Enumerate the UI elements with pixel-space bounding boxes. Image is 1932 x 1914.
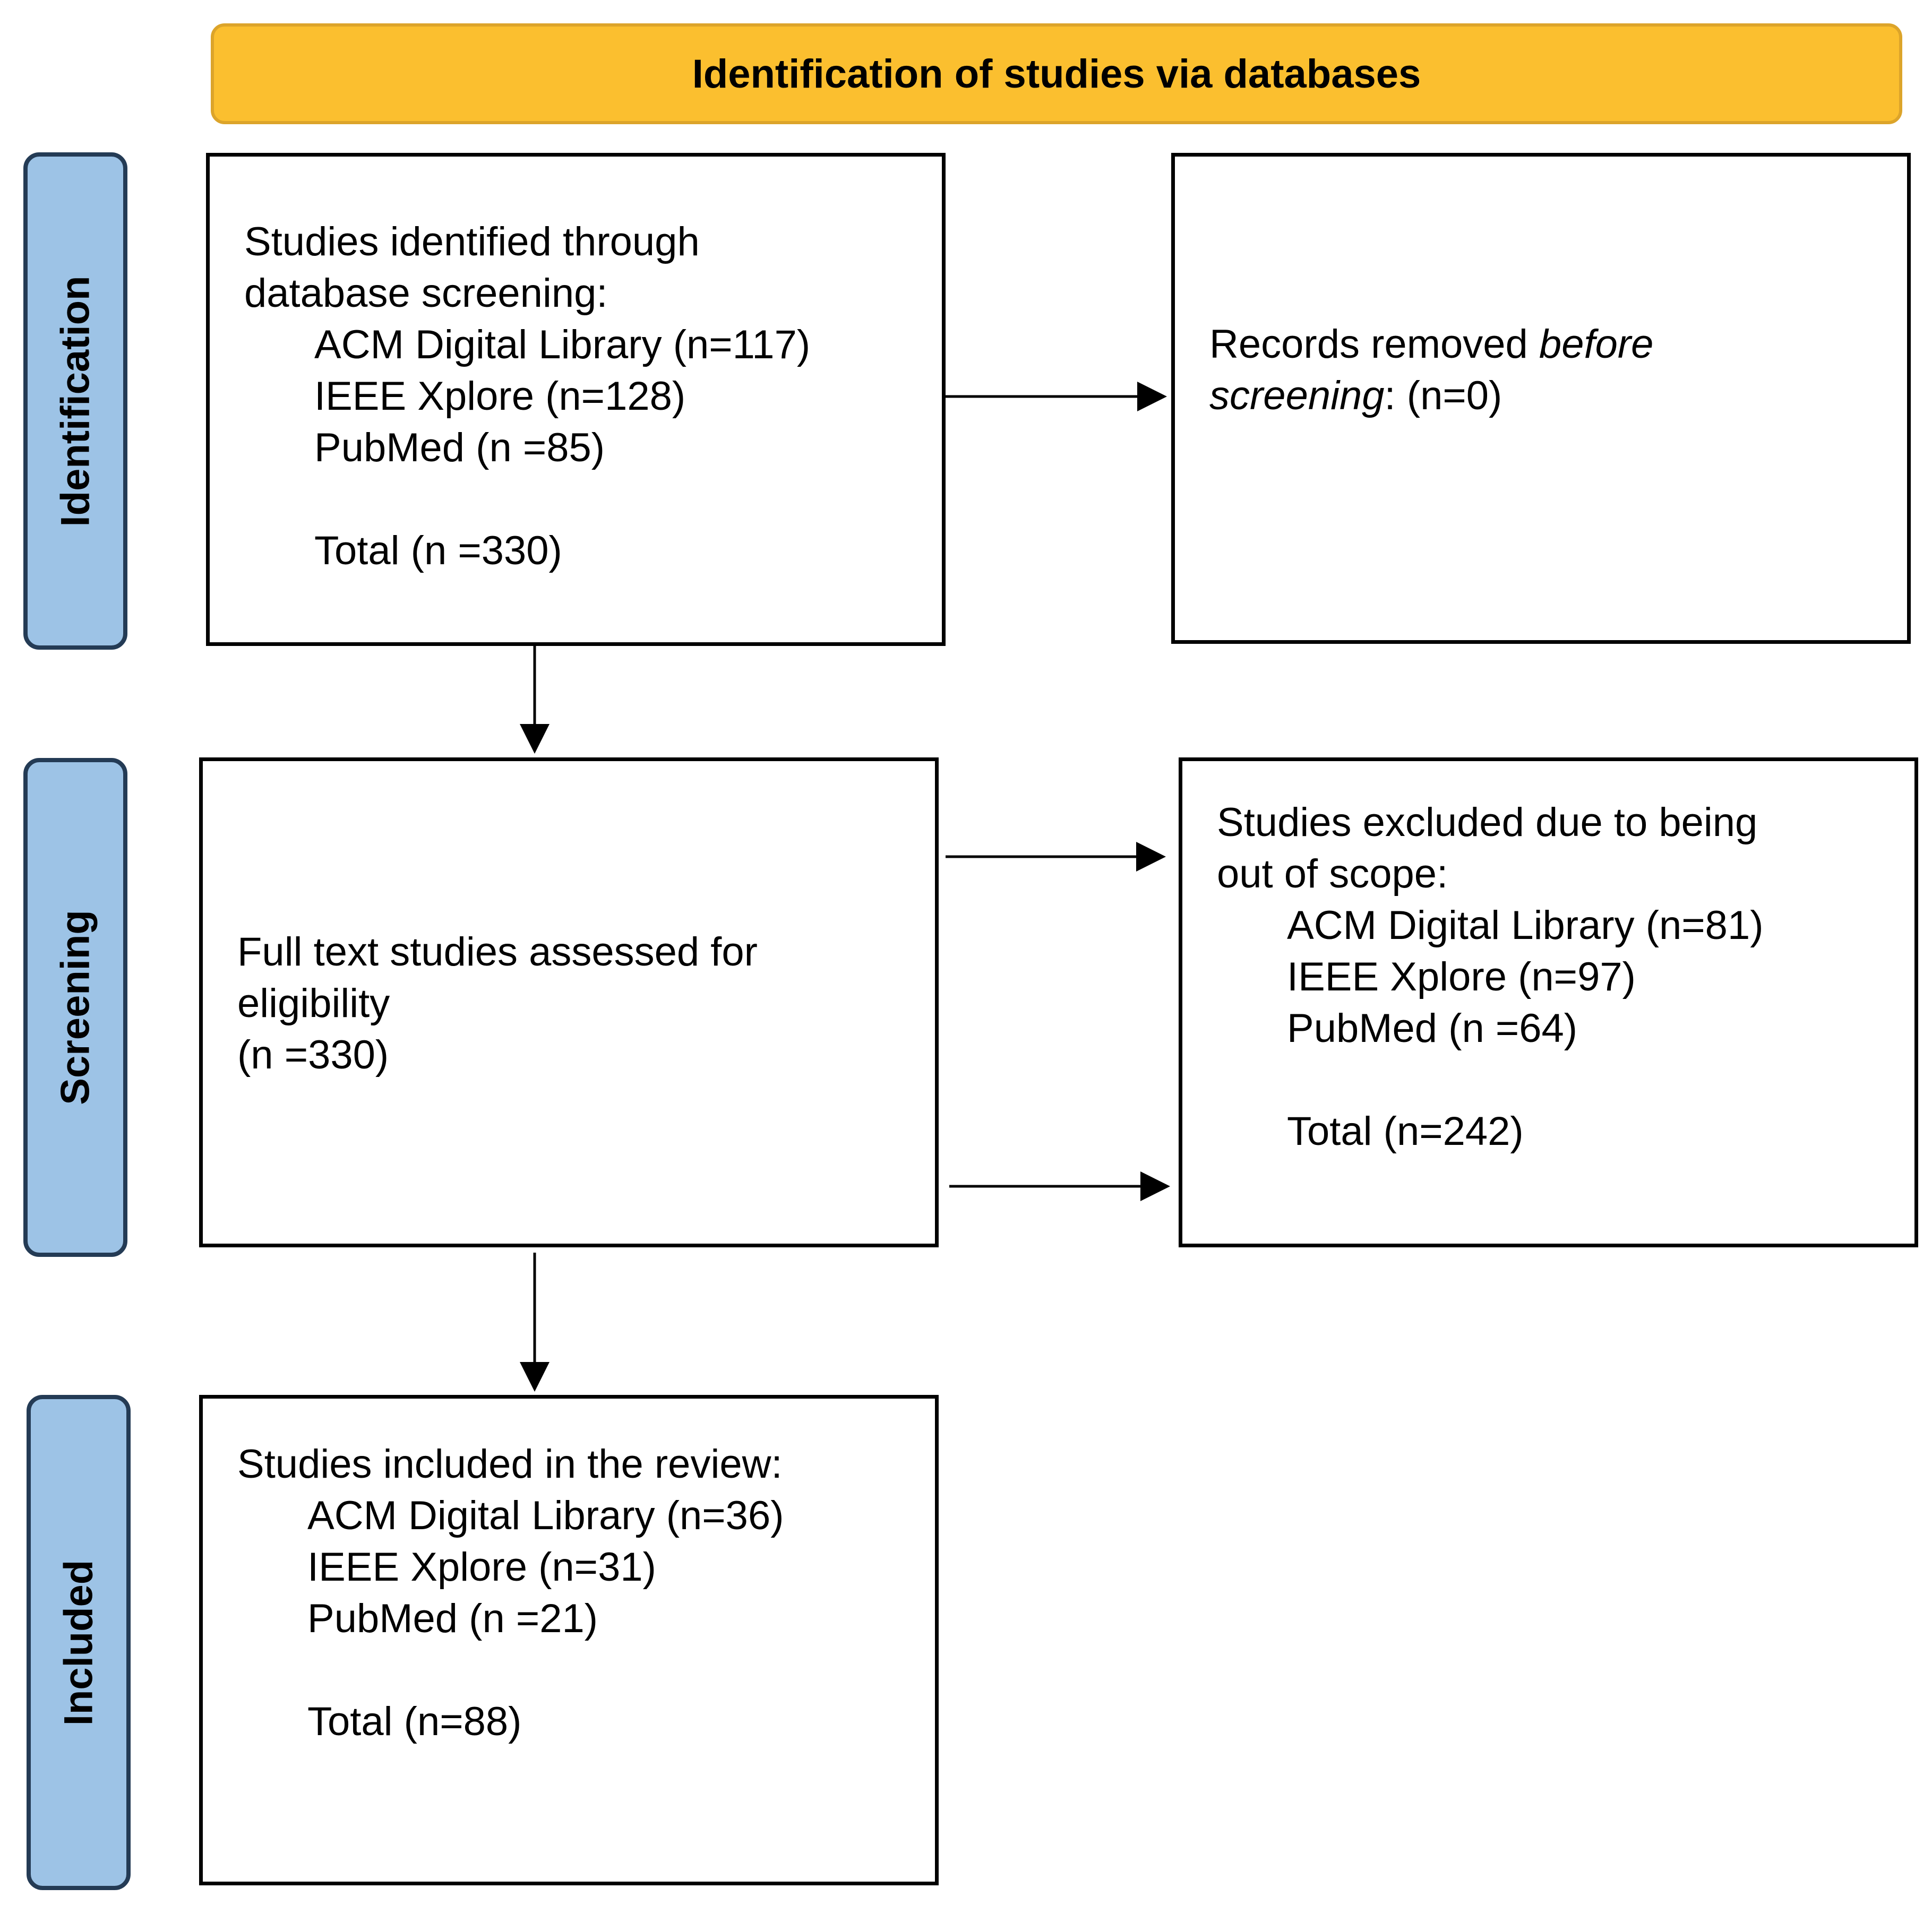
header-banner: Identification of studies via databases bbox=[211, 23, 1902, 124]
removed-emphasis-1: before bbox=[1539, 322, 1654, 367]
included-heading: Studies included in the review: bbox=[237, 1442, 783, 1487]
arrowhead-assessed-to-excluded-upper bbox=[1136, 842, 1166, 872]
identified-ieee: IEEE Xplore (n=128) bbox=[314, 374, 686, 419]
excluded-pubmed: PubMed (n =64) bbox=[1287, 1006, 1578, 1051]
excluded-acm: ACM Digital Library (n=81) bbox=[1287, 903, 1764, 948]
identified-box: Studies identified through database scre… bbox=[206, 153, 946, 646]
removed-box: Records removed before screening: (n=0) bbox=[1171, 153, 1911, 644]
arrowhead-assessed-to-included bbox=[520, 1362, 549, 1392]
identified-acm: ACM Digital Library (n=117) bbox=[314, 322, 811, 367]
identified-heading-2: database screening: bbox=[244, 271, 608, 316]
included-box: Studies included in the review: ACM Digi… bbox=[199, 1395, 939, 1885]
excluded-ieee: IEEE Xplore (n=97) bbox=[1287, 954, 1636, 999]
arrowhead-identified-to-assessed bbox=[520, 724, 549, 754]
assessed-line-2: eligibility bbox=[237, 981, 390, 1026]
included-pubmed: PubMed (n =21) bbox=[307, 1596, 598, 1641]
excluded-heading-2: out of scope: bbox=[1217, 851, 1448, 896]
removed-suffix: : (n=0) bbox=[1384, 373, 1502, 418]
removed-emphasis-2: screening bbox=[1209, 373, 1385, 418]
included-acm: ACM Digital Library (n=36) bbox=[307, 1493, 784, 1538]
removed-line-1: Records removed before bbox=[1209, 318, 1907, 370]
assessed-line-3: (n =330) bbox=[237, 1032, 389, 1077]
included-ieee: IEEE Xplore (n=31) bbox=[307, 1545, 656, 1590]
included-total: Total (n=88) bbox=[307, 1699, 522, 1744]
stage-included: Included bbox=[27, 1395, 131, 1890]
identified-pubmed: PubMed (n =85) bbox=[314, 425, 605, 470]
identified-total: Total (n =330) bbox=[314, 528, 562, 573]
stage-screening: Screening bbox=[23, 758, 127, 1257]
assessed-box: Full text studies assessed for eligibili… bbox=[199, 757, 939, 1247]
assessed-line-1: Full text studies assessed for bbox=[237, 929, 758, 975]
stage-identification: Identification bbox=[23, 152, 127, 650]
excluded-total: Total (n=242) bbox=[1287, 1109, 1524, 1154]
header-title: Identification of studies via databases bbox=[692, 51, 1421, 97]
arrowhead-identified-to-removed bbox=[1137, 382, 1167, 411]
removed-line-2: screening: (n=0) bbox=[1209, 370, 1907, 421]
removed-prefix: Records removed bbox=[1209, 322, 1539, 367]
excluded-heading-1: Studies excluded due to being bbox=[1217, 800, 1758, 845]
excluded-box: Studies excluded due to being out of sco… bbox=[1179, 757, 1918, 1247]
arrowhead-assessed-to-excluded-lower bbox=[1140, 1171, 1170, 1201]
identified-heading-1: Studies identified through bbox=[244, 219, 700, 264]
